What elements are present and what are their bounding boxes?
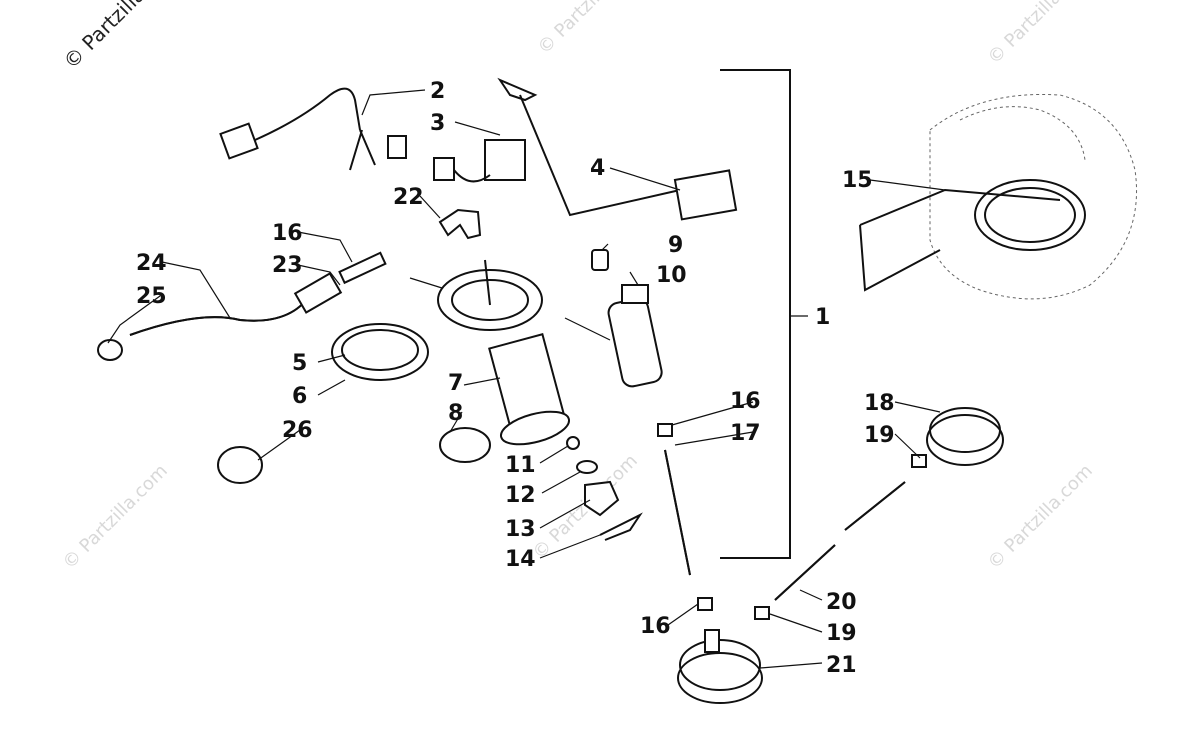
callout-26: 26: [282, 418, 313, 443]
pump-sleeve: [591, 249, 609, 271]
filter: [584, 480, 620, 517]
leader-lines: [107, 89, 946, 669]
callout-20: 20: [826, 590, 857, 615]
hose-clamp: [439, 427, 491, 463]
callout-2: 2: [430, 79, 445, 104]
callout-18: 18: [864, 391, 895, 416]
o-ring-small: [566, 436, 580, 450]
callout-15: 15: [842, 168, 873, 193]
callout-10: 10: [656, 263, 687, 288]
callout-11: 11: [505, 453, 536, 478]
watermark: © Partzilla.com: [534, 0, 647, 59]
gasket-ring: [331, 323, 429, 381]
callout-1: 1: [815, 305, 830, 330]
watermark-corner: © Partzilla: [59, 0, 150, 74]
rollover-valve: [677, 629, 763, 704]
callout-7: 7: [448, 371, 463, 396]
callout-24: 24: [136, 251, 167, 276]
callout-12: 12: [505, 483, 536, 508]
o-ring: [576, 460, 598, 474]
callout-4: 4: [590, 156, 605, 181]
callout-14: 14: [505, 547, 536, 572]
hose-clip: [657, 423, 673, 437]
pump-housing: [437, 259, 571, 446]
callout-21: 21: [826, 653, 857, 678]
callout-13: 13: [505, 517, 536, 542]
wire-harness: [219, 87, 407, 171]
callout-19-right: 19: [864, 423, 895, 448]
callout-25: 25: [136, 284, 167, 309]
retaining-ring: [217, 446, 263, 484]
elbow-fitting: [438, 208, 482, 240]
callout-19-bottom: 19: [826, 621, 857, 646]
callout-16-top: 16: [272, 221, 303, 246]
callout-22: 22: [393, 185, 424, 210]
check-valve: [926, 407, 1004, 466]
watermark: © Partzilla.com: [59, 460, 172, 573]
callout-5: 5: [292, 351, 307, 376]
fuel-pump: [607, 284, 663, 388]
assembly-bracket: [720, 69, 791, 559]
level-sender-wire: [497, 77, 738, 221]
watermark: © Partzilla.com: [984, 0, 1097, 69]
retainer-clip: [599, 512, 643, 541]
callout-16-middle: 16: [730, 389, 761, 414]
fitting-nut: [754, 606, 770, 620]
connector: [433, 139, 526, 183]
fuel-hose: [97, 251, 387, 361]
vent-tube: [774, 481, 906, 601]
callout-8: 8: [448, 401, 463, 426]
callout-17: 17: [730, 421, 761, 446]
callout-23: 23: [272, 253, 303, 278]
callout-6: 6: [292, 384, 307, 409]
fitting-nut: [911, 454, 927, 468]
fuel-tank-outline: [859, 93, 1138, 300]
callout-3: 3: [430, 111, 445, 136]
hose-clip: [697, 597, 713, 611]
callout-16-bottom: 16: [640, 614, 671, 639]
watermark: © Partzilla.com: [984, 460, 1097, 573]
callout-9: 9: [668, 233, 683, 258]
watermark: © Partzilla.com: [529, 450, 642, 563]
